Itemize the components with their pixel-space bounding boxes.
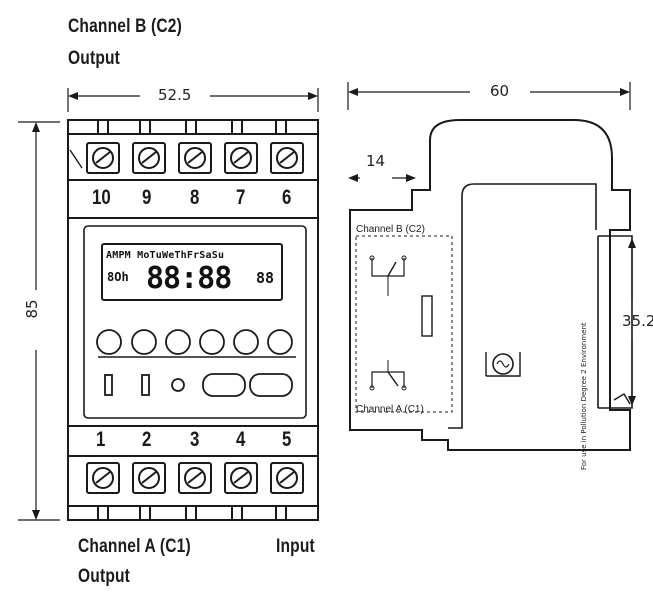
slide-switches	[104, 373, 293, 397]
bottom-screw-terminals	[86, 462, 304, 494]
lcd-left-small: 8Oh	[107, 270, 129, 284]
ac-source-icon	[492, 353, 514, 375]
channel-b-label: Channel B (C2)	[68, 16, 182, 37]
lcd-frame	[101, 243, 283, 301]
input-label: Input	[276, 536, 315, 557]
face-panel	[83, 225, 307, 419]
lcd-right-small: 88	[256, 269, 275, 287]
channel-a-output-label: Output	[78, 566, 131, 587]
terminal-number-bottom: 4	[236, 428, 246, 451]
side-channel-a-label: Channel A (C1)	[356, 404, 424, 415]
wire-mark	[69, 149, 83, 169]
arrow-up	[32, 122, 40, 132]
terminal-number-top: 9	[142, 186, 152, 209]
front-housing	[67, 119, 319, 521]
terminal-number-top: 7	[236, 186, 246, 209]
top-screw-terminals	[86, 142, 304, 174]
lcd-day-row: AMPM MoTuWeThFrSaSu	[106, 250, 225, 261]
din-clip	[597, 235, 633, 409]
terminal-number-bottom: 2	[142, 428, 152, 451]
terminal-number-bottom: 1	[96, 428, 106, 451]
side-vertical-note: For use in Pollution Degree 2 Environmen…	[580, 322, 588, 470]
channel-a-label: Channel A (C1)	[78, 536, 191, 557]
side-inner-step	[448, 183, 597, 429]
arrow-down	[32, 510, 40, 520]
coil-element	[421, 295, 433, 337]
terminal-number-top: 6	[282, 186, 292, 209]
channel-b-output-label: Output	[68, 48, 121, 69]
front-height-value: 85	[23, 299, 41, 319]
terminal-number-bottom: 3	[190, 428, 200, 451]
side-outline	[349, 119, 631, 451]
side-channel-b-label: Channel B (C2)	[356, 224, 425, 235]
schematic-box	[355, 235, 453, 413]
arrow-left	[68, 92, 78, 100]
lcd-time: 88:88	[146, 261, 232, 296]
terminal-number-top: 10	[92, 186, 111, 209]
side-width-value: 60	[490, 82, 510, 100]
terminal-number-top: 8	[190, 186, 200, 209]
rail-height-value: 35.2	[622, 312, 653, 330]
front-width-value: 52.5	[158, 86, 192, 104]
arrow-right	[308, 92, 318, 100]
rail-offset-value: 14	[366, 152, 386, 170]
terminal-number-bottom: 5	[282, 428, 292, 451]
button-row	[96, 329, 293, 355]
